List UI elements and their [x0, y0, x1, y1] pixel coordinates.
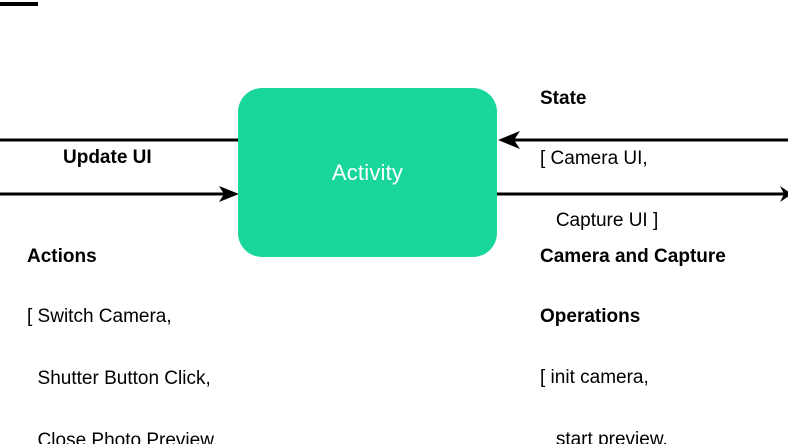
camera-operations-item: start preview, — [540, 429, 668, 444]
label-state: State [ Camera UI, Capture UI ] — [540, 51, 658, 270]
camera-operations-header-line1: Camera and Capture — [540, 246, 726, 267]
edge-actions-arrowhead — [219, 186, 239, 202]
activity-node[interactable]: Activity — [238, 88, 497, 257]
state-item: Capture UI ] — [540, 210, 659, 231]
label-actions: Actions [ Switch Camera, Shutter Button … — [27, 209, 257, 444]
edge-operations-arrowhead — [780, 186, 788, 202]
edge-state-arrowhead — [498, 131, 520, 149]
label-update-ui: Update UI — [63, 110, 152, 205]
activity-node-label: Activity — [331, 159, 404, 185]
actions-item: Shutter Button Click, — [27, 368, 211, 389]
crop-mark — [0, 2, 38, 6]
state-header: State — [540, 88, 587, 109]
actions-header: Actions — [27, 246, 97, 267]
camera-operations-header-line2: Operations — [540, 306, 641, 327]
update-ui-header: Update UI — [63, 147, 152, 168]
actions-item: Close Photo Preview, — [27, 430, 219, 444]
camera-operations-item: [ init camera, — [540, 367, 649, 388]
actions-item: [ Switch Camera, — [27, 306, 172, 327]
label-camera-operations: Camera and Capture Operations [ init cam… — [540, 209, 726, 444]
state-item: [ Camera UI, — [540, 148, 648, 169]
